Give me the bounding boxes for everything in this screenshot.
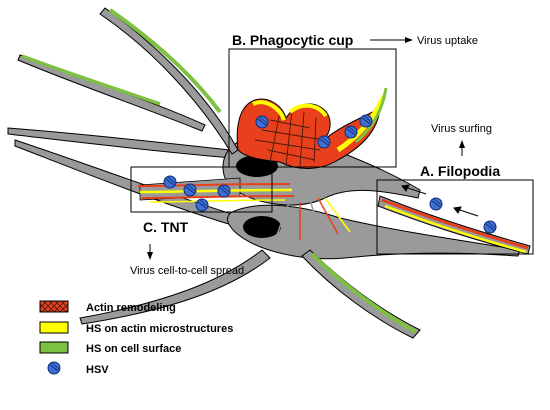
virus-surfing-label: Virus surfing <box>431 123 492 135</box>
inter-cell-threads <box>274 197 351 241</box>
legend-label-hsv: HSV <box>86 364 109 376</box>
filopodia-box <box>376 179 534 255</box>
legend-swatch-hs-surface <box>39 341 69 354</box>
filopodia-arrows <box>401 184 479 217</box>
tunneling-nanotube <box>137 175 295 212</box>
legend-swatch-hsv <box>47 361 61 375</box>
tnt-box <box>130 166 273 213</box>
legend-swatch-hs-actin <box>39 321 69 334</box>
legend-label-hs-surface: HS on cell surface <box>86 343 181 355</box>
virus-uptake-label: Virus uptake <box>417 35 478 47</box>
filopodia-label: A. Filopodia <box>420 163 500 179</box>
phagocytic-cup <box>236 87 388 169</box>
phagocytic-cup-box <box>228 48 397 168</box>
upper-cell <box>7 7 421 206</box>
legend: Actin remodeling HS on actin microstruct… <box>39 300 233 376</box>
legend-swatch-actin <box>39 300 69 313</box>
lower-nucleus <box>243 216 281 238</box>
phagocytic-cup-label: B. Phagocytic cup <box>232 32 353 48</box>
filopodium <box>377 184 531 255</box>
cell-to-cell-spread-label: Virus cell-to-cell spread <box>130 265 244 277</box>
tnt-label: C. TNT <box>143 219 189 235</box>
legend-label-actin: Actin remodeling <box>86 302 176 314</box>
legend-label-hs-actin: HS on actin microstructures <box>86 323 233 335</box>
